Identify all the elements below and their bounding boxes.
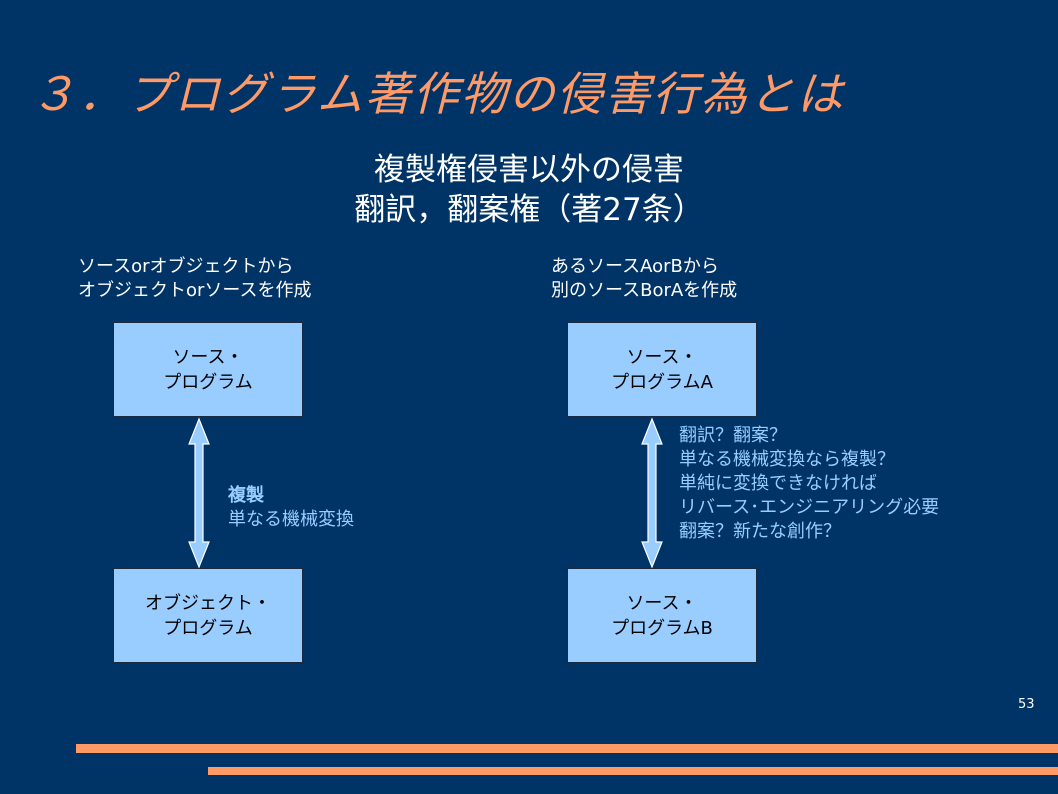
box-label-line-1: ソース・ bbox=[163, 345, 252, 370]
annotation-line-3: 単純に変換できなければ bbox=[679, 472, 939, 496]
decorative-bar-top bbox=[76, 744, 1058, 753]
right-annotation: 翻訳？翻案？ 単なる機械変換なら複製？ 単純に変換できなければ リバース･エンジ… bbox=[679, 424, 939, 544]
slide-title: ３．プログラム著作物の侵害行為とは bbox=[30, 58, 845, 124]
annotation-line-5: 翻案？新たな創作？ bbox=[679, 520, 939, 544]
source-program-b-box: ソース・ プログラムB bbox=[567, 568, 757, 663]
box-label-line-2: プログラム bbox=[163, 370, 252, 395]
decorative-bar-bottom bbox=[208, 767, 1058, 775]
box-label-line-1: ソース・ bbox=[611, 345, 713, 370]
right-description: あるソースAorBから 別のソースBorAを作成 bbox=[551, 255, 737, 303]
source-program-box: ソース・ プログラム bbox=[113, 322, 303, 417]
slide-subtitle: 複製権侵害以外の侵害 翻訳，翻案権（著27条） bbox=[229, 150, 829, 230]
annotation-line-1: 翻訳？翻案？ bbox=[679, 424, 939, 448]
page-number: 53 bbox=[1018, 697, 1035, 712]
annotation-bold-label: 複製 bbox=[228, 484, 354, 508]
annotation-label: 単なる機械変換 bbox=[228, 508, 354, 532]
box-label-line-2: プログラム bbox=[145, 616, 271, 641]
bidirectional-arrow-right bbox=[641, 418, 663, 568]
box-label-line-1: オブジェクト・ bbox=[145, 591, 271, 616]
annotation-line-2: 単なる機械変換なら複製？ bbox=[679, 448, 939, 472]
object-program-box: オブジェクト・ プログラム bbox=[113, 568, 303, 663]
arrow-shape bbox=[189, 419, 209, 567]
arrow-shape bbox=[642, 419, 662, 567]
annotation-line-4: リバース･エンジニアリング必要 bbox=[679, 496, 939, 520]
left-description: ソースorオブジェクトから オブジェクトorソースを作成 bbox=[78, 255, 312, 303]
source-program-a-box: ソース・ プログラムA bbox=[567, 322, 757, 417]
bidirectional-arrow-left bbox=[188, 418, 210, 568]
left-description-line-1: ソースorオブジェクトから bbox=[78, 255, 312, 279]
box-label-line-1: ソース・ bbox=[611, 591, 713, 616]
subtitle-line-2: 翻訳，翻案権（著27条） bbox=[229, 190, 829, 230]
left-description-line-2: オブジェクトorソースを作成 bbox=[78, 279, 312, 303]
right-description-line-1: あるソースAorBから bbox=[551, 255, 737, 279]
left-annotation: 複製 単なる機械変換 bbox=[228, 484, 354, 532]
box-label-line-2: プログラムA bbox=[611, 370, 713, 395]
box-label-line-2: プログラムB bbox=[611, 616, 713, 641]
subtitle-line-1: 複製権侵害以外の侵害 bbox=[229, 150, 829, 190]
right-description-line-2: 別のソースBorAを作成 bbox=[551, 279, 737, 303]
